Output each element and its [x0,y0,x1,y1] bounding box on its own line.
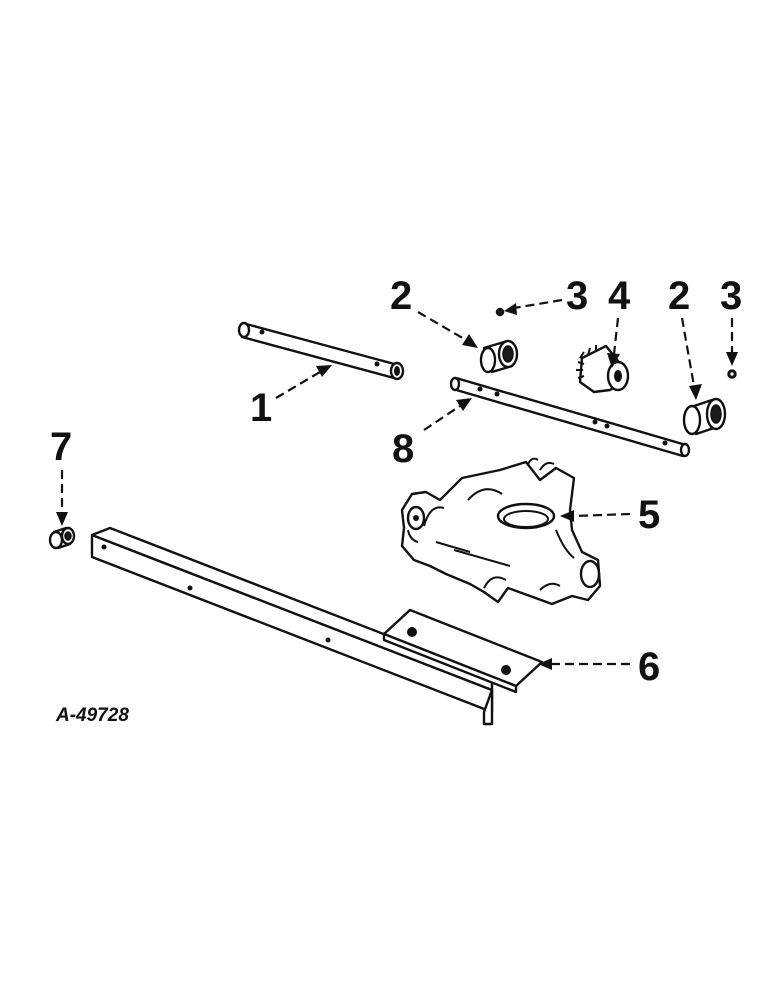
callout-4: 4 [608,274,631,318]
part-1-tube [237,321,405,381]
callout-7: 7 [50,425,72,469]
part-3-pin-right [727,369,737,379]
part-3-pin-left [495,307,505,317]
part-4-gear [576,344,630,394]
callout-5: 5 [638,493,660,537]
part-7-bushing [48,526,76,550]
callout-3-right: 3 [720,274,742,318]
callout-2-left: 2 [390,274,412,318]
callout-6: 6 [638,645,660,689]
part-5-housing [400,457,602,606]
part-2-bushing-right [682,397,727,436]
part-6-bracket [90,526,544,726]
part-2-bushing-left [479,339,519,374]
callout-2-right: 2 [668,274,690,318]
callout-8: 8 [392,427,414,471]
callout-1: 1 [250,386,272,430]
callout-3-left: 3 [566,274,588,318]
leader-lines [56,298,738,670]
part-8-shaft [449,376,691,458]
drawing-number: A-49728 [55,705,129,726]
